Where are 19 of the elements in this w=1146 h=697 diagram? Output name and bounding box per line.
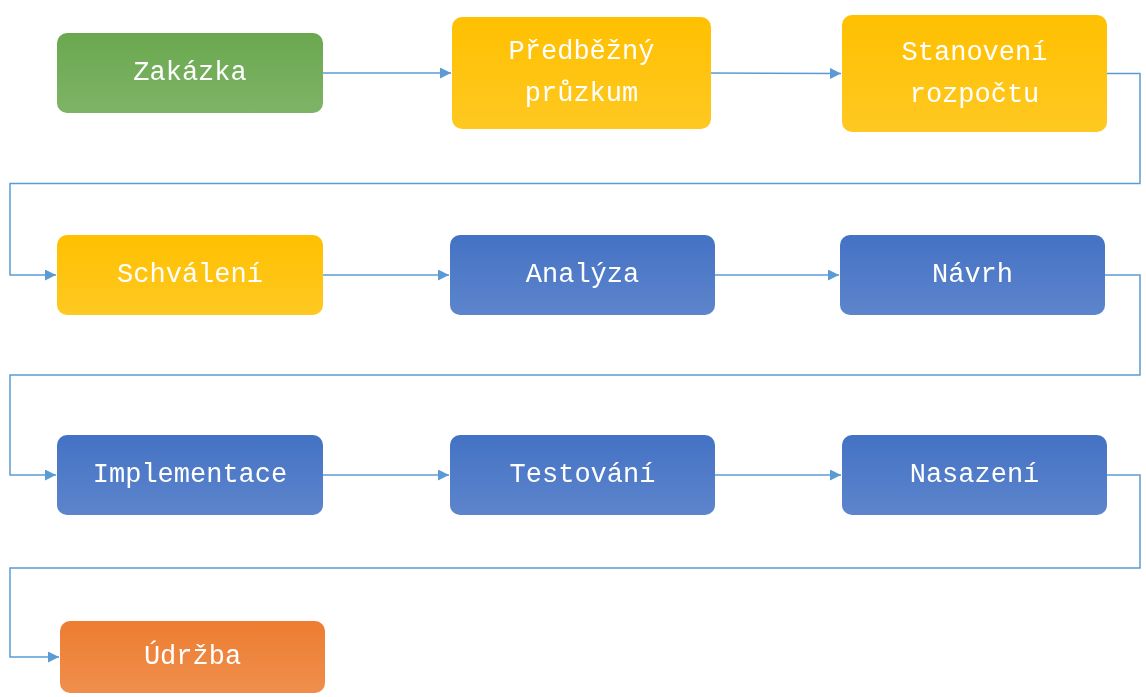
process-box: Návrh: [840, 235, 1105, 315]
arrow: [322, 469, 450, 481]
arrow: [9, 274, 1141, 481]
process-box: Předběžný průzkum: [452, 17, 711, 129]
process-box: Schválení: [57, 235, 323, 315]
process-box: Analýza: [450, 235, 715, 315]
arrow: [322, 67, 452, 79]
arrow: [714, 469, 842, 481]
process-box: Implementace: [57, 435, 323, 515]
arrow: [322, 269, 450, 281]
arrow: [9, 474, 1141, 663]
arrow: [710, 67, 842, 79]
process-box: Zakázka: [57, 33, 323, 113]
process-box: Stanovení rozpočtu: [842, 15, 1107, 132]
arrow: [714, 269, 840, 281]
arrow: [9, 72, 1141, 281]
process-box: Testování: [450, 435, 715, 515]
process-box: Nasazení: [842, 435, 1107, 515]
process-box: Údržba: [60, 621, 325, 693]
